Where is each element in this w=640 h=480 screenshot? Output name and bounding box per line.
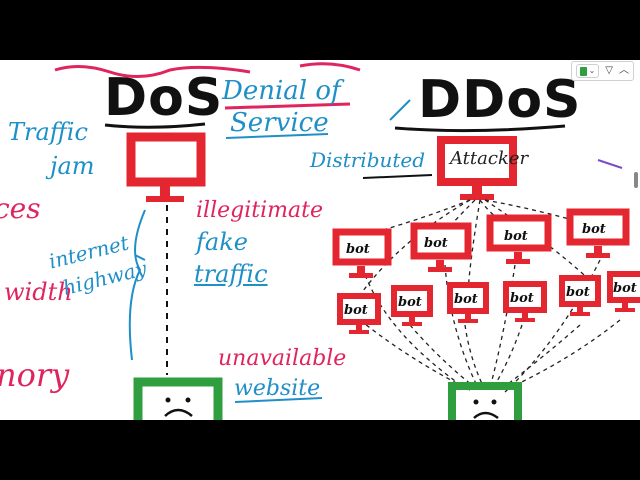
fake-text: fake xyxy=(196,228,248,256)
website-text: website xyxy=(234,376,321,401)
bot-label: bot xyxy=(510,291,534,306)
bot-monitor: bot xyxy=(332,228,392,278)
service-text: Service xyxy=(230,108,329,138)
bot-row-2: bot bot bot bot xyxy=(337,271,640,334)
bot-label: bot xyxy=(613,281,637,296)
bot-monitor: bot xyxy=(503,281,547,322)
ddos-underline xyxy=(394,124,566,133)
top-right-toolbar: ⌄ ▽ ︿ xyxy=(570,61,634,81)
dos-underline xyxy=(104,122,206,129)
bot-monitor: bot xyxy=(486,214,552,264)
bot-label: bot xyxy=(582,222,606,237)
chevron-up-icon[interactable]: ︿ xyxy=(619,65,629,76)
blue-slash xyxy=(389,99,411,121)
bot-monitor: bot xyxy=(559,275,601,316)
bot-monitor: bot xyxy=(447,282,489,323)
distributed-underline xyxy=(362,174,433,179)
website-underline xyxy=(234,397,323,403)
purple-mark xyxy=(597,159,623,169)
denial-text: Denial of xyxy=(222,76,341,106)
bot-label: bot xyxy=(398,295,422,310)
left-cut-ces: ces xyxy=(0,192,41,225)
scrollbar-thumb[interactable] xyxy=(634,172,638,188)
highway-bracket xyxy=(128,209,146,361)
illegitimate-text: illegitimate xyxy=(196,198,323,223)
top-scribble-right xyxy=(299,62,361,72)
bot-monitor: bot xyxy=(391,285,433,326)
ddos-attacker-monitor xyxy=(437,136,517,200)
bot-monitor: bot xyxy=(566,208,630,258)
attacker-text: Attacker xyxy=(450,148,529,169)
left-cut-nory: nory xyxy=(0,356,70,394)
bot-row-1: bot bot bot bot xyxy=(332,208,630,278)
chevron-down-icon: ⌄ xyxy=(588,66,596,75)
top-scribble-left xyxy=(54,65,251,78)
bot-monitor: bot xyxy=(607,271,640,312)
diagram-drawing: bot bot bot bot xyxy=(54,62,640,420)
distributed-text: Distributed xyxy=(310,148,426,172)
dos-title: DoS xyxy=(104,68,224,128)
ddos-victim-monitor xyxy=(448,382,522,420)
bot-label: bot xyxy=(566,285,590,300)
denial-underline xyxy=(224,102,351,110)
bot-label: bot xyxy=(424,236,448,251)
traffic2-text: traffic xyxy=(194,260,268,288)
whiteboard-canvas: bot bot bot bot xyxy=(0,60,640,420)
triangle-down-icon[interactable]: ▽ xyxy=(605,65,613,76)
jam-text: jam xyxy=(50,152,95,180)
bot-label: bot xyxy=(346,242,370,257)
dos-attacker-monitor xyxy=(126,132,206,202)
page-selector-button[interactable]: ⌄ xyxy=(575,64,600,78)
unavailable-text: unavailable xyxy=(218,346,347,371)
bot-monitor: bot xyxy=(337,293,381,334)
traffic-text: Traffic xyxy=(8,118,88,146)
green-box-icon xyxy=(579,66,587,76)
bot-monitor: bot xyxy=(410,222,472,272)
dos-victim-monitor xyxy=(133,377,223,420)
bot-label: bot xyxy=(344,303,368,318)
ddos-title: DDoS xyxy=(418,70,582,130)
bot-label: bot xyxy=(504,229,528,244)
left-cut-width: width xyxy=(4,278,73,306)
service-underline xyxy=(225,133,329,139)
bot-label: bot xyxy=(454,292,478,307)
